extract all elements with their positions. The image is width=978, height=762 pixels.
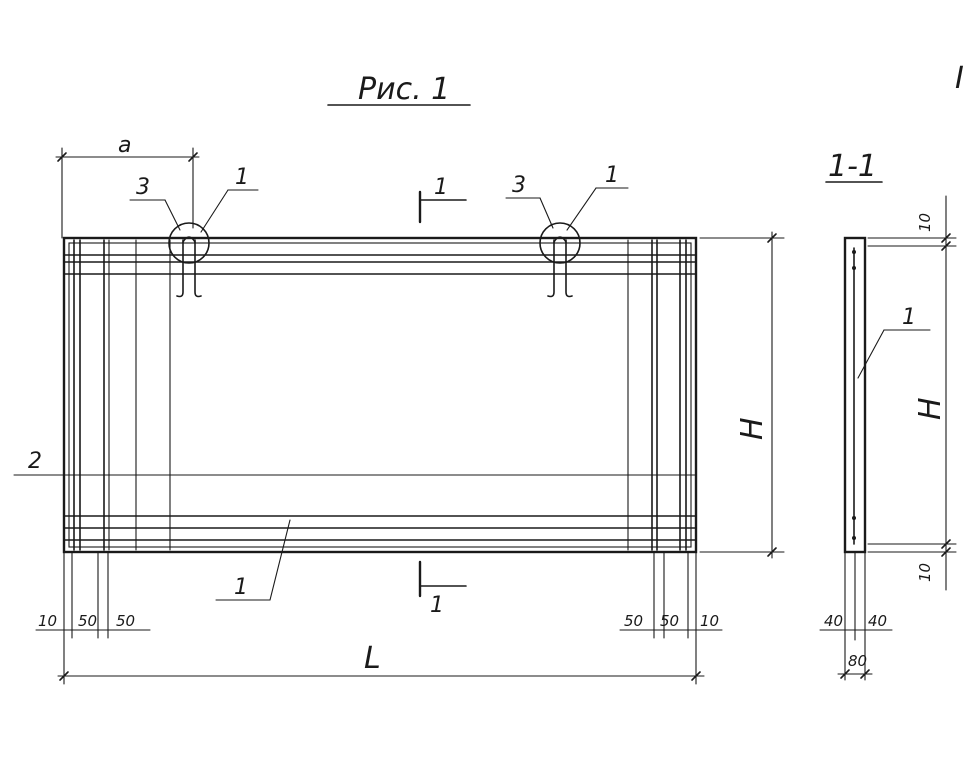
section-rebar-dot-2 xyxy=(852,266,856,270)
leader-1-bottom-label: 1 xyxy=(234,575,248,600)
lifting-loop-right-top xyxy=(553,236,567,243)
section-dim-tick-3 xyxy=(941,539,951,549)
leader-3-left-line xyxy=(164,199,181,231)
dim-right-50a: 50 xyxy=(624,612,643,630)
dim-h-tick-top xyxy=(767,233,777,243)
lifting-loop-right-circle xyxy=(539,222,581,264)
section-leader-1-label: 1 xyxy=(902,305,916,330)
lifting-loop-left-circle xyxy=(168,222,210,264)
section-dim-total-tick-right xyxy=(860,669,870,679)
cut-top-label: 1 xyxy=(434,175,448,200)
leader-1-right-line xyxy=(566,187,597,231)
dim-right-10: 10 xyxy=(700,612,719,630)
section-rebar-dot-4 xyxy=(852,536,856,540)
section-dim-tick-4 xyxy=(941,547,951,557)
dim-l-tick-right xyxy=(691,671,701,681)
section-dim-bottom-label: 10 xyxy=(916,563,934,582)
lifting-loop-left-leg-2 xyxy=(194,239,202,298)
figure-title: Рис. 1 xyxy=(358,72,450,107)
lifting-loop-right-leg-2 xyxy=(565,239,573,298)
cut-bottom-label: 1 xyxy=(430,593,444,618)
section-dim-40-left: 40 xyxy=(824,612,843,630)
leader-1-left-label: 1 xyxy=(235,165,249,190)
section-outline xyxy=(843,236,867,554)
section-leader-1-line xyxy=(857,329,885,379)
leader-1-right-label: 1 xyxy=(605,163,619,188)
section-dim-h-label: H xyxy=(913,397,948,420)
lifting-loop-right-leg-1 xyxy=(547,239,555,298)
dim-left-10: 10 xyxy=(38,612,57,630)
section-dim-tick-2 xyxy=(941,241,951,251)
dim-left-50a: 50 xyxy=(78,612,97,630)
dim-l-tick-left xyxy=(59,671,69,681)
edge-mark: I xyxy=(955,61,964,96)
section-rebar-dot-1 xyxy=(852,250,856,254)
section-dim-top-label: 10 xyxy=(916,213,934,232)
panel-outline xyxy=(62,236,698,554)
section-dim-tick-1 xyxy=(941,233,951,243)
lifting-loop-left-top xyxy=(182,236,196,243)
leader-3-right-line xyxy=(539,197,554,229)
leader-1-bottom-line xyxy=(269,519,291,601)
dim-h-label: H xyxy=(735,417,770,440)
dim-left-50b: 50 xyxy=(116,612,135,630)
leader-1-left-line xyxy=(200,189,229,233)
front-view: a 3 1 3 1 1 1 2 1 H xyxy=(13,133,785,685)
dim-a-tick-right xyxy=(188,152,198,162)
leader-2-label: 2 xyxy=(28,449,42,474)
lifting-loop-left-leg-1 xyxy=(176,239,184,298)
section-view: 1-1 1 H 10 10 40 40 80 xyxy=(819,149,957,681)
section-dim-40-right: 40 xyxy=(868,612,887,630)
leader-3-left-label: 3 xyxy=(136,175,150,200)
panel-inner-outline xyxy=(68,242,692,548)
section-dim-total-tick-left xyxy=(840,669,850,679)
section-dim-total-label: 80 xyxy=(848,652,867,670)
section-title: 1-1 xyxy=(828,149,877,184)
dim-l-label: L xyxy=(364,641,381,676)
dim-a-label: a xyxy=(118,133,131,158)
dim-a-tick-left xyxy=(57,152,67,162)
leader-3-right-label: 3 xyxy=(512,173,526,198)
dim-right-50b: 50 xyxy=(660,612,679,630)
dim-h-tick-bottom xyxy=(767,547,777,557)
section-rebar-dot-3 xyxy=(852,516,856,520)
